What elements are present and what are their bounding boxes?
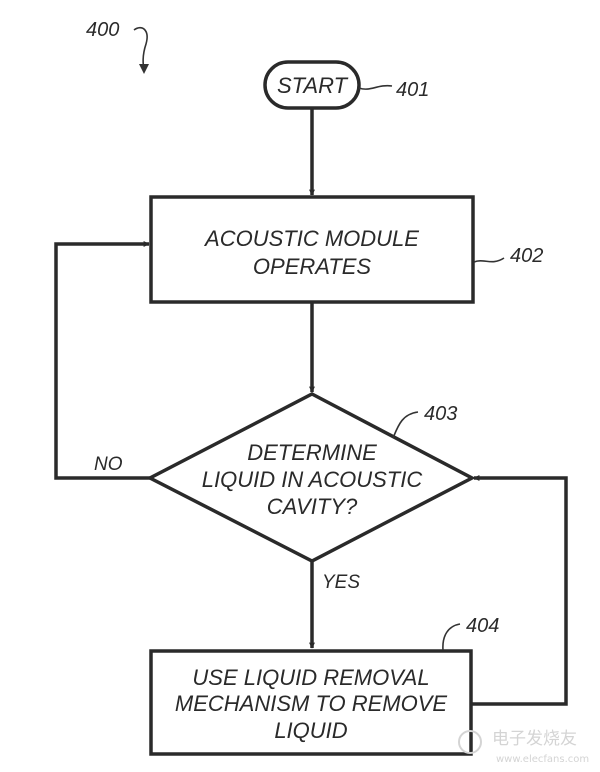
removal-line-3: LIQUID [274, 718, 347, 743]
start-node: START [263, 60, 361, 110]
watermark-logo-icon [458, 730, 482, 754]
removal-ref: 404 [466, 615, 499, 637]
decision-ref: 403 [424, 403, 457, 425]
no-label: NO [94, 454, 123, 475]
removal-ref-leader [442, 623, 461, 651]
decision-line-3: CAVITY? [267, 494, 358, 519]
decision-line-1: DETERMINE [247, 440, 377, 465]
acoustic-module-line-1: ACOUSTIC MODULE [203, 226, 419, 251]
acoustic-module-box [149, 195, 475, 304]
acoustic-module-line-2: OPERATES [253, 254, 372, 279]
removal-node: USE LIQUID REMOVAL MECHANISM TO REMOVE L… [149, 649, 473, 756]
decision-node: DETERMINE LIQUID IN ACOUSTIC CAVITY? [146, 392, 476, 563]
module-ref-leader [473, 257, 505, 263]
decision-ref-leader [392, 411, 419, 439]
start-label: START [277, 73, 349, 98]
figure-reference: 400 [86, 19, 119, 41]
watermark-title: 电子发烧友 [492, 729, 577, 749]
watermark-url: www.elecfans.com [496, 754, 589, 765]
figure-leader-arrowhead [139, 64, 149, 74]
acoustic-module-node: ACOUSTIC MODULE OPERATES [149, 195, 475, 304]
edge-no-loop [54, 241, 150, 480]
acoustic-module-ref: 402 [510, 245, 543, 267]
yes-label: YES [322, 572, 360, 593]
watermark: 电子发烧友 www.elecfans.com [458, 729, 589, 765]
removal-line-1: USE LIQUID REMOVAL [192, 665, 429, 690]
start-ref-leader [358, 84, 393, 90]
edge-removal-loop [471, 475, 568, 706]
removal-line-2: MECHANISM TO REMOVE [175, 691, 448, 716]
decision-line-2: LIQUID IN ACOUSTIC [202, 467, 423, 492]
removal-box [149, 649, 473, 756]
start-ref: 401 [396, 79, 429, 101]
